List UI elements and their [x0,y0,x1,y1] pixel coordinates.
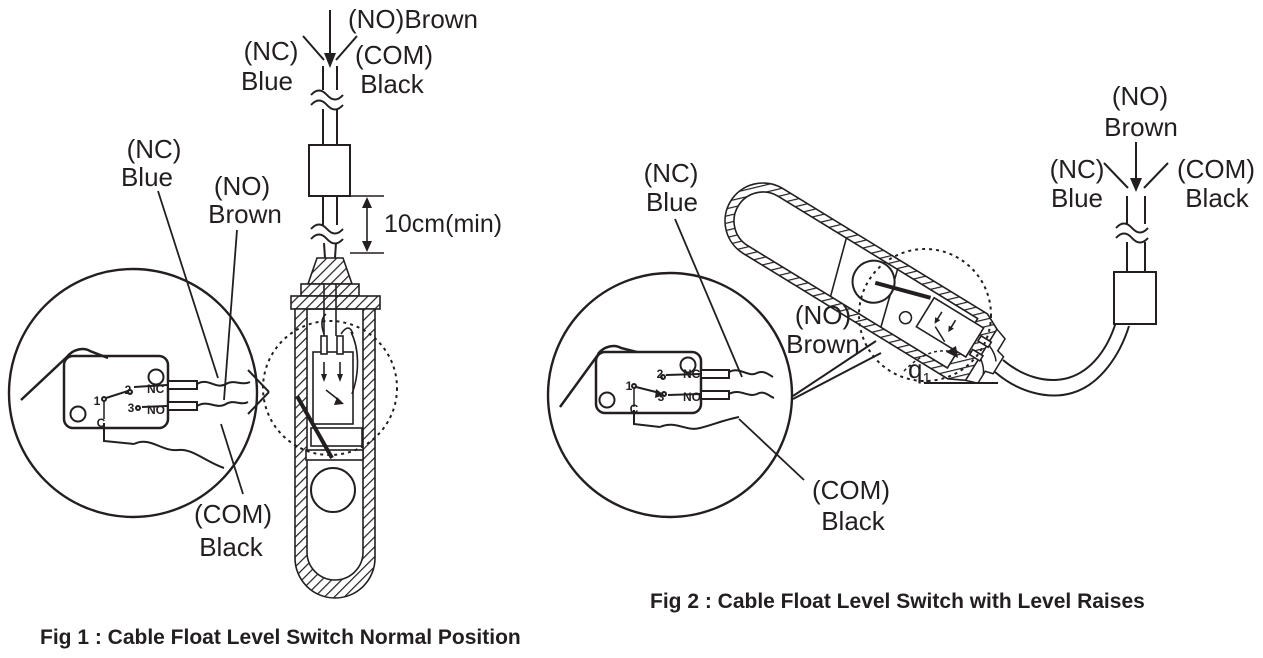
fig2-switch-lever [558,351,602,408]
fig2-com-leader [738,418,805,481]
fig1-cable [308,66,351,259]
fig2-wire-arrows [1103,142,1169,192]
fig2-dotted-zoom-circle [858,248,992,382]
fig1-side-nc-label: (NC) [127,134,182,164]
fig2-c-terminal-label: C [630,402,639,416]
fig1-side-com-label: (COM) [194,499,272,529]
fig2-angle-marker [903,346,998,384]
fig2-top-nc-label: (NC) [1050,154,1105,184]
fig1-top-com-color: Black [360,69,425,99]
fig1-com-leader [220,423,244,495]
fig1-dimension-label: 10cm(min) [384,210,502,238]
fig1-side-com-color: Black [199,532,264,562]
fig1-pin2-label: 2 [125,383,132,397]
fig2-top-no-label: (NO) [1112,81,1168,111]
fig2-side-nc-color: Blue [646,187,698,217]
fig1-side-nc-color: Blue [121,162,173,192]
fig1-nc-wire [196,380,251,387]
fig1-no-terminal-label: NO [147,403,165,417]
fig1-wire-arrows [302,10,358,68]
fig1-nc-terminal-label: NC [147,382,165,396]
fig1-cable-weight [308,144,351,197]
fig1-labels: (NO)Brown (NC) Blue (COM) Black 10cm(min… [40,4,521,649]
fig2-top-nc-color: Blue [1051,183,1103,213]
fig1-microswitch [20,347,251,469]
fig1-dimension [350,195,384,254]
fig1-side-no-label: (NO) [214,171,270,201]
fig2-pin2-label: 2 [657,367,664,381]
fig2-labels: (NO) Brown (NC) Blue (COM) Black (NC) Bl… [626,81,1255,613]
fig2-cable-weight [1113,271,1157,325]
fig2-side-com-color: Black [821,506,886,536]
fig1-internal-switch [312,351,354,425]
fig2-top-com-label: (COM) [1177,154,1255,184]
fig1-drawing [7,10,398,599]
fig1-no-leader [223,229,238,401]
fig1-top-nc-color: Blue [241,66,293,96]
fig2-no-wire [728,391,775,399]
fig2-side-no-label: (NO) [795,300,851,330]
fig2-drawing [546,142,1169,519]
fig2-cable [994,196,1157,397]
fig1-switch-lever [20,354,70,401]
fig1-top-com-label: (COM) [355,40,433,70]
fig2-com-wire [659,416,740,430]
fig2-leader-lines [674,218,805,481]
fig2-float-body [724,182,1007,385]
fig2-side-nc-label: (NC) [644,158,699,188]
fig2-pin1-label: 1 [626,379,633,393]
fig1-top-no-label: (NO)Brown [348,4,478,34]
fig1-top-nc-label: (NC) [244,36,299,66]
fig2-cable-gland [965,328,1007,385]
fig2-nc-wire [728,369,774,378]
fig1-pin3-label: 3 [128,401,135,415]
fig1-com-wire [133,440,225,469]
fig2-caption: Fig 2 : Cable Float Level Switch with Le… [650,590,1145,613]
fig2-detail-circle [546,271,882,519]
fig2-side-no-color: Brown [786,329,860,359]
fig1-nc-leader [157,190,219,379]
fig1-detail-circle [7,267,270,519]
fig2-nc-leader [674,218,743,378]
fig2-side-com-label: (COM) [812,475,890,505]
fig1-side-no-color: Brown [208,199,282,229]
fig1-caption: Fig 1 : Cable Float Level Switch Normal … [40,626,521,649]
fig1-pin1-label: 1 [94,394,101,408]
fig2-no-terminal-label: NO [683,390,701,404]
fig2-pin3-label: 3 [658,390,665,404]
fig2-angle-label: q1 [908,354,931,387]
fig1-no-wire [196,401,249,407]
fig1-ball [310,467,356,513]
fig1-c-terminal-label: C [97,416,106,430]
fig2-microswitch [558,344,775,430]
fig2-nc-terminal-label: NC [683,367,701,381]
fig2-top-no-color: Brown [1104,112,1178,142]
fig1-dotted-zoom-circle [262,320,398,456]
fig1-float-body [290,257,381,599]
fig1-leader-lines [157,190,244,495]
fig2-top-com-color: Black [1185,183,1250,213]
